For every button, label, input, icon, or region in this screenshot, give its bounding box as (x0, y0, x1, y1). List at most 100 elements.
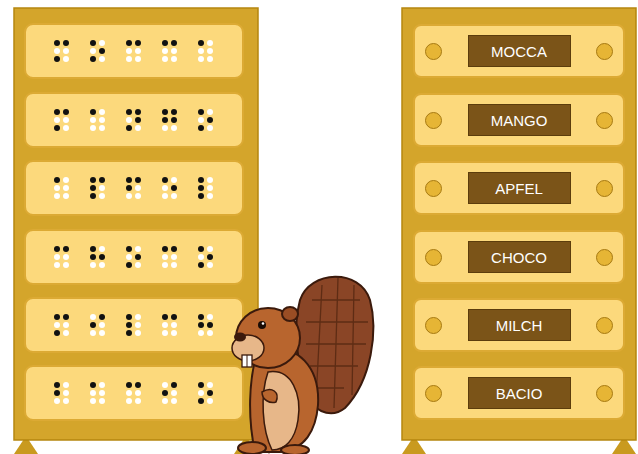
braille-dot (90, 56, 96, 62)
braille-dot (162, 322, 168, 328)
braille-dot (63, 398, 69, 404)
braille-dot (54, 48, 60, 54)
braille-dot (198, 125, 204, 131)
plate-face (25, 298, 243, 352)
braille-dot (135, 177, 141, 183)
braille-dot (162, 117, 168, 123)
braille-dot (90, 40, 96, 46)
beaver (232, 277, 373, 454)
label-plate: BACIO (413, 366, 625, 420)
beaver-eye-glint (262, 322, 265, 325)
plate-knob (425, 180, 442, 197)
braille-dot (63, 117, 69, 123)
plate-knob (425, 112, 442, 129)
braille-dot (207, 254, 213, 260)
braille-dot (90, 390, 96, 396)
plate-knob (425, 385, 442, 402)
braille-dot (63, 125, 69, 131)
braille-dot (207, 314, 213, 320)
braille-dot (198, 109, 204, 115)
label-plate: CHOCO (413, 230, 625, 284)
braille-dot (99, 193, 105, 199)
braille-dot (54, 185, 60, 191)
plate-face (25, 161, 243, 215)
braille-dot (162, 246, 168, 252)
braille-dot (198, 398, 204, 404)
braille-dot (54, 246, 60, 252)
braille-dot (63, 193, 69, 199)
flavour-label: APFEL (495, 180, 543, 197)
braille-dot (171, 254, 177, 260)
braille-dot (63, 109, 69, 115)
braille-dot (54, 398, 60, 404)
braille-dot (126, 390, 132, 396)
braille-dot (198, 382, 204, 388)
beaver-ear (282, 307, 298, 321)
braille-dot (126, 125, 132, 131)
label-box: MILCH (468, 309, 571, 341)
braille-dot (54, 390, 60, 396)
braille-dot (63, 48, 69, 54)
braille-dot (126, 398, 132, 404)
braille-dot (198, 177, 204, 183)
braille-dot (207, 330, 213, 336)
braille-dot (126, 109, 132, 115)
braille-dot (63, 382, 69, 388)
braille-dot (99, 330, 105, 336)
braille-dot (63, 330, 69, 336)
beaver-teeth-line (247, 355, 248, 367)
braille-plate (25, 298, 243, 352)
braille-dot (54, 322, 60, 328)
beaver-belly (263, 372, 299, 450)
braille-dot (126, 193, 132, 199)
braille-dot (162, 382, 168, 388)
braille-dot (126, 40, 132, 46)
braille-dot (54, 254, 60, 260)
braille-dot (207, 48, 213, 54)
plate-face (25, 366, 243, 420)
braille-dot (54, 56, 60, 62)
braille-dot (198, 246, 204, 252)
braille-dot (54, 193, 60, 199)
braille-dot (126, 314, 132, 320)
beaver-paw (262, 390, 277, 403)
cabinet-body (402, 8, 636, 440)
braille-dot (99, 48, 105, 54)
braille-dot (207, 398, 213, 404)
braille-dot (99, 398, 105, 404)
braille-dot (171, 398, 177, 404)
plate-knob (596, 249, 613, 266)
braille-dot (90, 254, 96, 260)
braille-dot (63, 246, 69, 252)
braille-dot (135, 314, 141, 320)
braille-dot (126, 117, 132, 123)
plate-face (25, 230, 243, 284)
braille-dot (162, 109, 168, 115)
braille-dot (162, 177, 168, 183)
braille-dot (135, 40, 141, 46)
braille-dot (135, 262, 141, 268)
braille-dot (54, 382, 60, 388)
braille-dot (90, 246, 96, 252)
plate-knob (596, 112, 613, 129)
braille-dot (207, 125, 213, 131)
flavour-label: BACIO (496, 385, 543, 402)
braille-dot (198, 314, 204, 320)
braille-dot (99, 56, 105, 62)
braille-dot (171, 314, 177, 320)
flavour-label: MOCCA (491, 43, 547, 60)
braille-dot (162, 254, 168, 260)
braille-dot (63, 262, 69, 268)
braille-dot (198, 40, 204, 46)
braille-dot (99, 177, 105, 183)
plate-knob (425, 43, 442, 60)
braille-dot (207, 56, 213, 62)
braille-dot (207, 322, 213, 328)
braille-dot (126, 48, 132, 54)
braille-dot (99, 117, 105, 123)
beaver-foot (281, 445, 309, 454)
braille-plate (25, 230, 243, 284)
braille-dot (171, 117, 177, 123)
braille-dot (126, 330, 132, 336)
braille-dot (126, 322, 132, 328)
